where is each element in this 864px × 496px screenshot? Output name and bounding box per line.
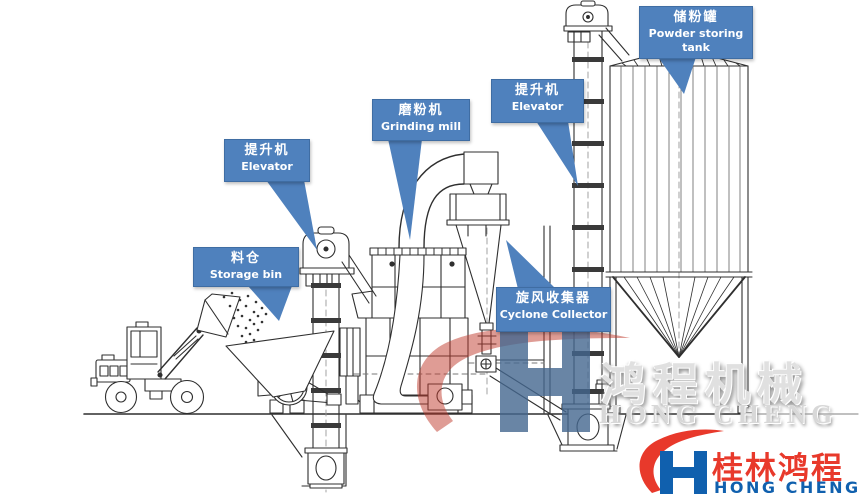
logo-company-cn: 桂林鸿程 — [712, 451, 844, 487]
callout-grinding-mill-en: Grinding mill — [380, 119, 461, 133]
callout-cyclone-collector-zh: 旋风收集器 — [515, 291, 591, 306]
callout-storage-bin-en: Storage bin — [209, 267, 283, 281]
storage-bin — [225, 330, 335, 398]
watermark-swoosh-icon — [416, 327, 630, 432]
callout-powder-tank: 储粉罐 Powder storing tank — [639, 6, 753, 59]
watermark-company-cn: 鸿程机械 — [601, 358, 810, 411]
callout-storage-bin-zh: 料仓 — [230, 251, 261, 266]
callout-elevator-1-zh: 提升机 — [244, 143, 290, 158]
callout-powder-tank-en: Powder storing tank — [648, 26, 744, 54]
material-particles — [222, 291, 268, 344]
callout-elevator-1-en: Elevator — [241, 159, 293, 173]
wheel-loader — [90, 293, 241, 415]
watermark-h-icon — [500, 332, 590, 432]
callout-grinding-mill: 磨粉机 Grinding mill — [372, 99, 470, 141]
callout-elevator-1: 提升机 Elevator — [224, 139, 310, 182]
callout-elevator-2-en: Elevator — [511, 99, 564, 113]
callout-storage-bin: 料仓 Storage bin — [193, 247, 299, 287]
callout-cyclone-collector: 旋风收集器 Cyclone Collector — [496, 287, 611, 332]
callout-powder-tank-zh: 储粉罐 — [673, 10, 719, 25]
company-logo: 桂林鸿程 HONG CHENG — [636, 421, 864, 496]
callout-elevator-2: 提升机 Elevator — [491, 79, 584, 123]
logo-company-en: HONG CHENG — [714, 478, 861, 496]
logo-h-icon — [660, 451, 707, 494]
callout-elevator-2-zh: 提升机 — [514, 83, 560, 98]
logo-swoosh-icon — [639, 429, 724, 493]
watermark-company-en: HONG CHENG — [599, 399, 838, 429]
callout-grinding-mill-zh: 磨粉机 — [398, 103, 444, 118]
callout-cyclone-collector-en: Cyclone Collector — [499, 307, 608, 321]
logo-mark — [639, 429, 724, 494]
